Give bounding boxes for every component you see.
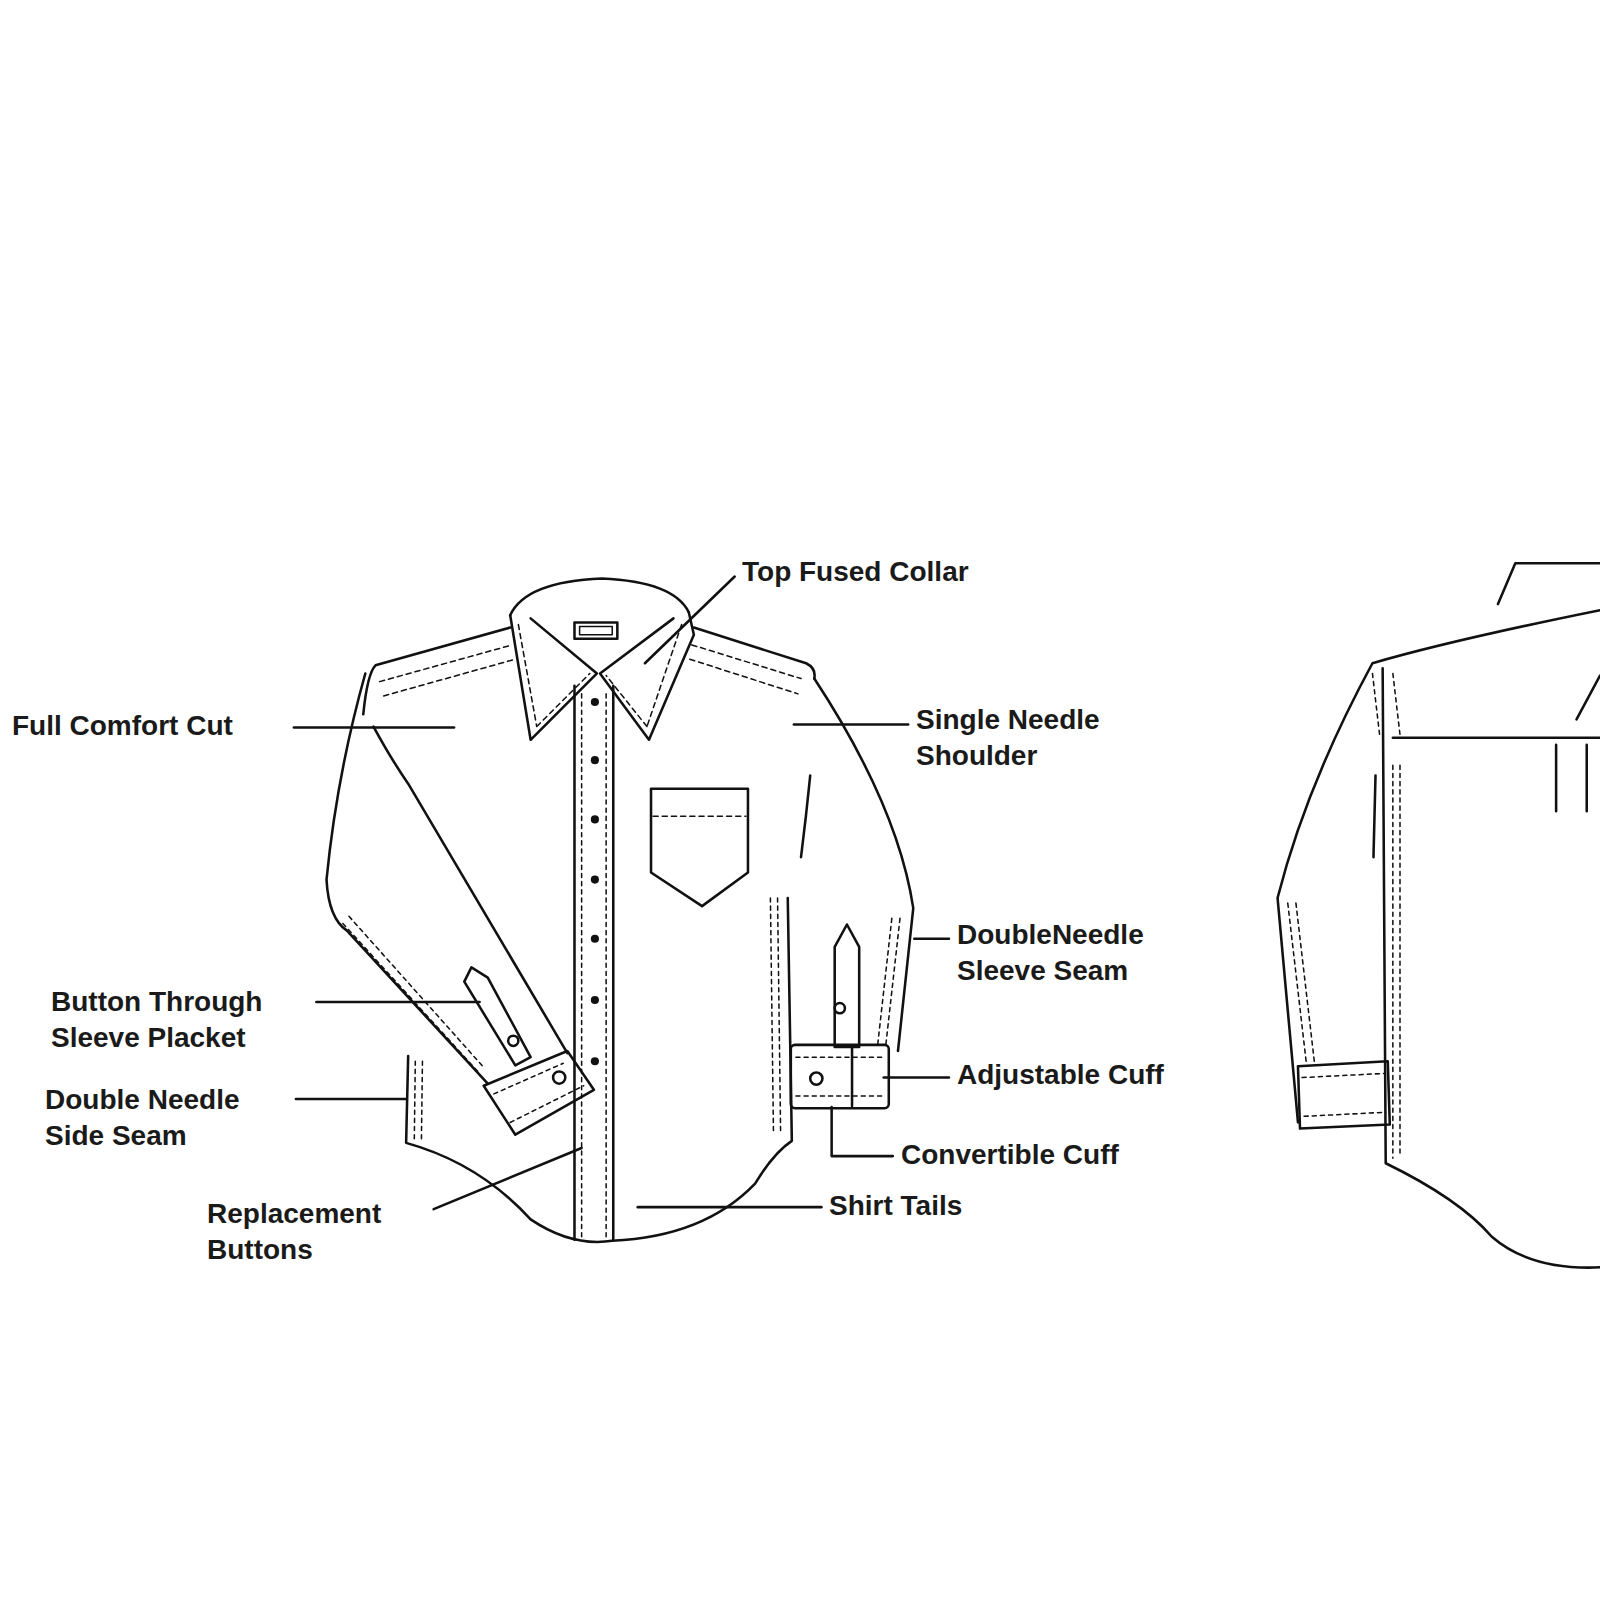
sleeve-seam-label: DoubleNeedle Sleeve Seam [957,917,1224,990]
collar-label: Top Fused Collar [742,554,1150,590]
cuff-label: Adjustable Cuff [957,1057,1284,1093]
back-shirt [1278,563,1600,1267]
side-seam-label: Double Needle Side Seam [45,1082,305,1155]
front-shirt [327,579,914,1242]
buttons-label: Replacement Buttons [207,1196,437,1269]
shoulder-label: Single Needle Shoulder [916,702,1161,775]
placket-label: Button Through Sleeve Placket [51,984,318,1057]
cuff-label: Convertible Cuff [901,1137,1228,1173]
cut-label: Full Comfort Cut [12,708,339,744]
tails-label: Shirt Tails [829,1188,1094,1224]
leader-lines [294,577,949,1210]
